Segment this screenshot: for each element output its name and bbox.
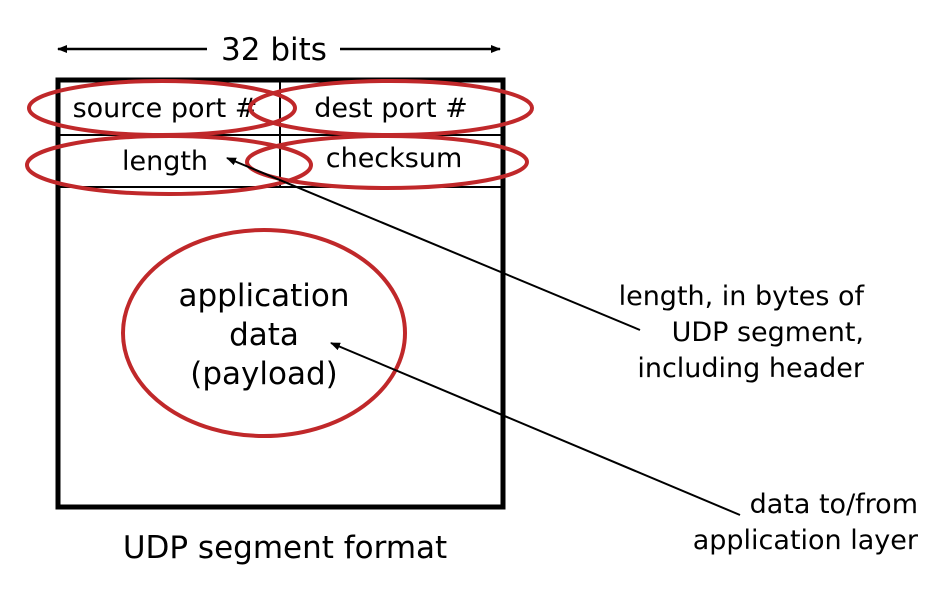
payload-annotation: data to/from application layer bbox=[693, 489, 919, 556]
payload-line-3: (payload) bbox=[190, 356, 337, 392]
length-note-line-1: length, in bytes of bbox=[619, 281, 866, 312]
payload-leader-arrow bbox=[330, 342, 741, 516]
length-note-line-2: UDP segment, bbox=[672, 317, 864, 348]
field-checksum: checksum bbox=[326, 143, 463, 174]
length-note-line-3: including header bbox=[637, 353, 865, 384]
highlight-payload bbox=[121, 228, 407, 438]
highlight-group bbox=[25, 79, 534, 438]
diagram-caption: UDP segment format bbox=[123, 530, 447, 566]
highlight-checksum bbox=[245, 134, 529, 190]
field-source-port: source port # bbox=[73, 93, 258, 124]
width-indicator: 32 bits bbox=[57, 32, 501, 68]
highlight-length bbox=[25, 134, 313, 196]
width-label: 32 bits bbox=[221, 32, 327, 68]
payload-note-line-2: application layer bbox=[693, 525, 919, 556]
field-length: length bbox=[122, 146, 208, 177]
length-leader-arrow bbox=[226, 157, 641, 331]
payload-line-1: application bbox=[179, 278, 350, 314]
payload-line-2: data bbox=[229, 317, 299, 353]
length-annotation: length, in bytes of UDP segment, includi… bbox=[619, 281, 866, 384]
payload-note-line-1: data to/from bbox=[750, 489, 918, 520]
field-dest-port: dest port # bbox=[314, 93, 468, 124]
